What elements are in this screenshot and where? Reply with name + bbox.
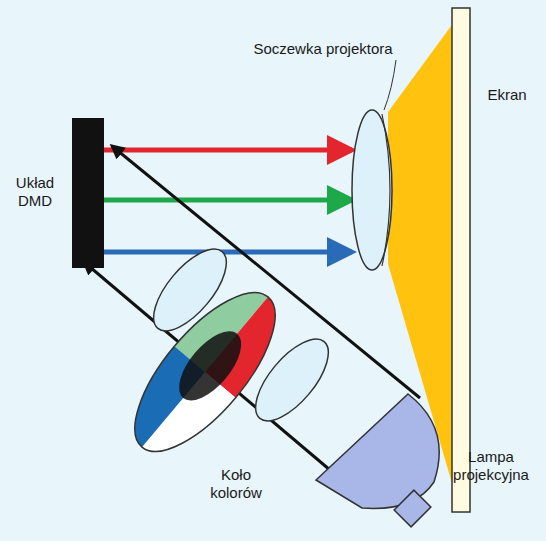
lamp-label: Lampa projekcyjna [440,448,542,484]
wheel-label: Koło kolorów [196,466,276,502]
green-ray [104,198,352,203]
dmd-chip [72,118,104,268]
light-path [112,146,420,398]
red-ray [104,148,352,153]
screen [452,8,470,512]
projector-lens [352,110,392,270]
blue-ray [104,250,352,255]
dmd-label: Układ DMD [2,174,68,210]
color-wheel [96,256,314,489]
lamp-reflector [316,394,439,508]
screen-label: Ekran [474,86,540,104]
lens-label: Soczewka projektora [248,40,398,58]
lens-edge [382,114,390,266]
lamp-socket [394,490,431,527]
leader-line [384,60,396,110]
